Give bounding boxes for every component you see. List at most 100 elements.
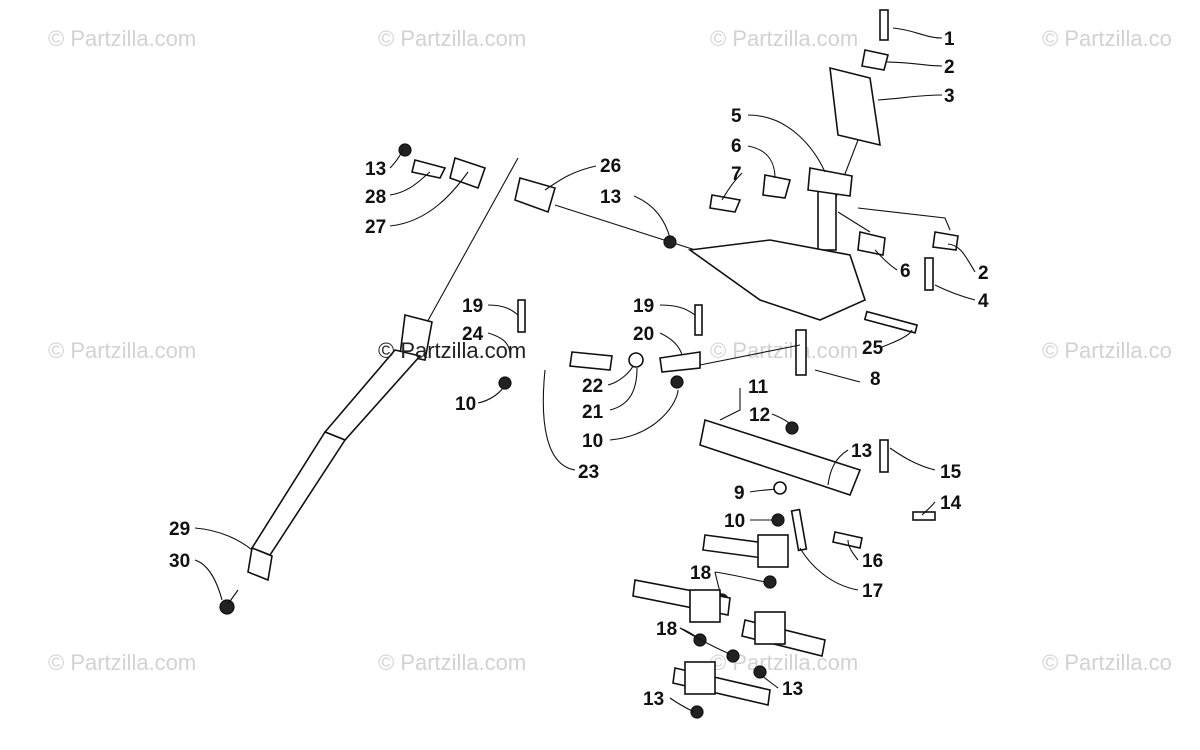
clip-7 <box>709 194 742 213</box>
bolt-line <box>227 589 239 605</box>
callout-7: 7 <box>731 164 742 185</box>
leader <box>659 332 683 356</box>
nut-21 <box>628 352 644 368</box>
leader <box>669 697 695 713</box>
watermark: © Partzilla.com <box>378 26 526 51</box>
nut-13 <box>663 235 677 249</box>
callout-15: 15 <box>940 462 962 483</box>
leader <box>194 559 223 601</box>
leader <box>921 501 936 516</box>
callout-19: 19 <box>462 296 483 317</box>
leader <box>847 539 859 561</box>
sleeve-22 <box>569 351 613 371</box>
callout-18: 18 <box>690 563 711 584</box>
bracket-left <box>689 589 721 623</box>
callout-layer: 1 2 3 5 6 7 26 13 13 28 27 6 2 4 19 24 1… <box>169 29 989 710</box>
callout-2: 2 <box>978 263 989 284</box>
callout-1: 1 <box>944 29 955 50</box>
leader <box>609 367 638 411</box>
callout-30: 30 <box>169 551 190 572</box>
watermark: © Partzilla.co <box>1042 650 1172 675</box>
leader <box>881 329 913 348</box>
post-pivot <box>795 329 807 376</box>
leader <box>857 207 951 231</box>
callout-2: 2 <box>944 57 955 78</box>
clamp-2-lower <box>932 231 959 251</box>
leader <box>609 389 679 441</box>
callout-24: 24 <box>462 324 484 345</box>
leader <box>889 447 936 471</box>
callout-11: 11 <box>748 377 769 398</box>
nut-13-upper <box>398 143 412 157</box>
callout-18: 18 <box>656 619 677 640</box>
parts-drawing <box>219 9 959 719</box>
assembly-line <box>699 344 801 366</box>
bushing-18-bottom <box>726 649 740 663</box>
leader <box>934 284 976 301</box>
link-28 <box>411 159 447 179</box>
callout-10: 10 <box>724 511 745 532</box>
center-watermark: © Partzilla.com <box>378 338 526 363</box>
washer-9 <box>773 481 787 495</box>
callout-20: 20 <box>633 324 654 345</box>
callout-13: 13 <box>600 187 621 208</box>
callout-27: 27 <box>365 217 386 238</box>
callout-21: 21 <box>582 402 604 423</box>
callout-13: 13 <box>782 679 803 700</box>
watermark: © Partzilla.com <box>48 26 196 51</box>
bushing-6-left <box>762 174 792 199</box>
nut-12 <box>785 421 799 435</box>
callout-16: 16 <box>862 551 883 572</box>
bolt-25 <box>863 310 919 334</box>
leader <box>892 27 943 39</box>
watermark: © Partzilla.com <box>378 650 526 675</box>
leader <box>747 145 776 179</box>
leader <box>389 149 404 169</box>
callout-8: 8 <box>870 369 881 390</box>
leader <box>389 171 469 227</box>
leader <box>947 243 976 273</box>
clamp-2-upper <box>861 49 889 71</box>
watermark: © Partzilla.co <box>1042 338 1172 363</box>
leader <box>714 571 766 583</box>
callout-13: 13 <box>365 159 386 180</box>
bracket-bottom <box>684 661 716 695</box>
grip-5 <box>807 167 853 197</box>
callout-3: 3 <box>944 86 955 107</box>
nut-10-right <box>670 375 684 389</box>
steering-shaft-lower <box>250 431 347 556</box>
leader <box>886 61 943 67</box>
callout-25: 25 <box>862 338 884 359</box>
bolt-4 <box>924 257 934 291</box>
leader <box>487 332 511 356</box>
callout-22: 22 <box>582 376 603 397</box>
callout-10: 10 <box>455 394 476 415</box>
leader <box>659 304 696 316</box>
leader <box>194 527 253 551</box>
leader <box>607 365 634 386</box>
bolt-14 <box>912 511 936 521</box>
nut-10-left <box>498 376 512 390</box>
handlebar-block <box>829 66 881 147</box>
watermark: © Partzilla.co <box>1042 26 1172 51</box>
callout-6: 6 <box>900 261 911 282</box>
leader <box>827 449 849 486</box>
leader <box>877 94 943 101</box>
leader <box>487 304 519 316</box>
spring-8 <box>814 369 861 383</box>
leader <box>719 388 741 421</box>
leader <box>799 547 859 591</box>
nut-10-lower <box>771 513 785 527</box>
callout-4: 4 <box>978 291 989 312</box>
callout-13: 13 <box>643 689 664 710</box>
callout-19: 19 <box>633 296 654 317</box>
callout-10: 10 <box>582 431 603 452</box>
steering-housing <box>687 239 866 321</box>
leader <box>837 211 871 233</box>
callout-28: 28 <box>365 187 386 208</box>
nut-13-bottom-right <box>753 665 767 679</box>
leader <box>721 172 743 201</box>
callout-13: 13 <box>851 441 872 462</box>
ball-joint-20 <box>659 351 701 373</box>
